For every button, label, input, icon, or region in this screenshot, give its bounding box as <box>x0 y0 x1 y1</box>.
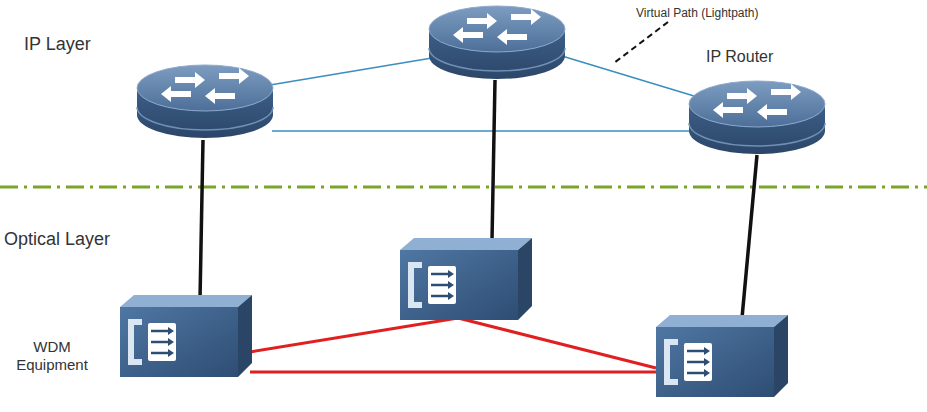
callout-label: IP Router <box>706 47 773 66</box>
callout-label: Virtual Path (Lightpath) <box>636 6 759 20</box>
ip-router-icon <box>137 65 273 138</box>
ip-router-icon <box>689 81 825 154</box>
leader-line <box>614 22 668 63</box>
wdm-equipment-icon <box>656 315 788 397</box>
callout-label: WDM Equipment <box>2 338 102 374</box>
ip-router-icon <box>429 6 565 79</box>
layer-label: Optical Layer <box>4 229 110 251</box>
fiber-links <box>250 318 656 372</box>
wdm-equipment-icon <box>400 238 532 320</box>
layer-label: IP Layer <box>24 34 91 56</box>
wdm-equipment-icon <box>120 295 252 377</box>
layer-divider <box>0 186 927 189</box>
